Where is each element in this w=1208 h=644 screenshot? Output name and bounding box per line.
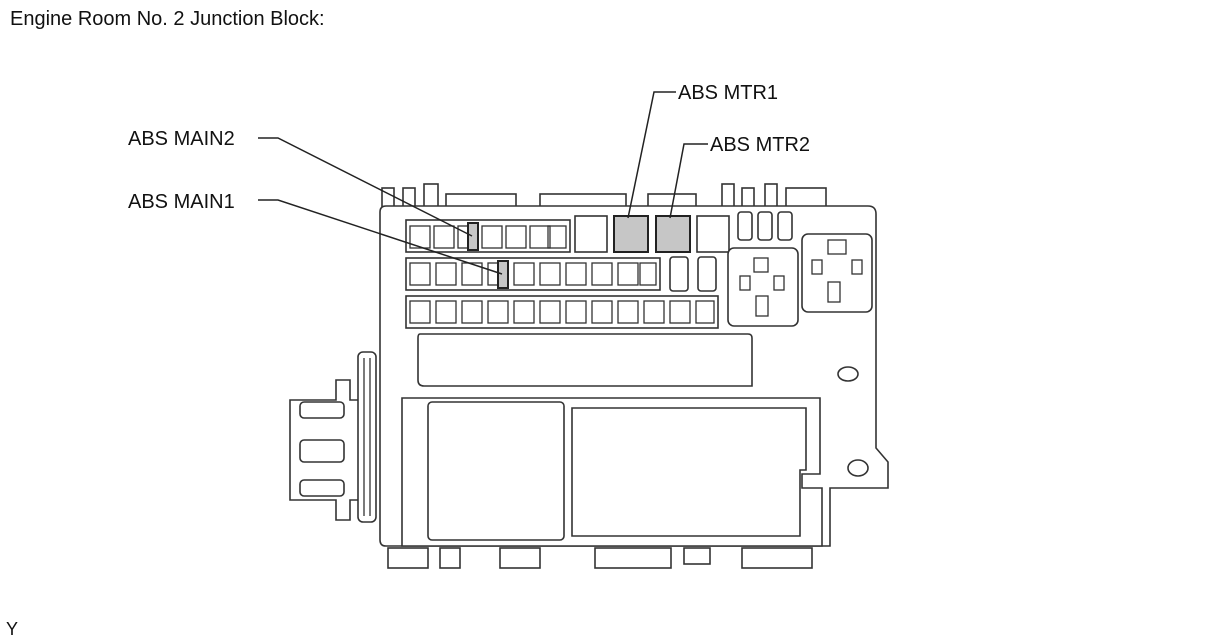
fuse-row-1 [405, 211, 793, 253]
relay-socket-2 [801, 233, 873, 313]
lower-compartments [401, 397, 823, 547]
cover-panel [417, 333, 753, 387]
abs-mtr1-fuse [613, 215, 649, 253]
callout-abs-mtr2: ABS MTR2 [710, 134, 810, 156]
abs-main2-fuse [467, 222, 479, 251]
fuse-row-3 [405, 295, 719, 329]
callout-abs-main1: ABS MAIN1 [128, 191, 235, 213]
callout-abs-mtr1: ABS MTR1 [678, 82, 778, 104]
bottom-tabs [387, 547, 813, 569]
diagram-title: Engine Room No. 2 Junction Block: [10, 8, 325, 30]
callout-abs-main2: ABS MAIN2 [128, 128, 235, 150]
side-connector [289, 351, 377, 523]
top-tabs [381, 183, 827, 209]
relay-socket-1 [727, 247, 799, 327]
abs-main1-fuse [497, 260, 509, 289]
figure-code: Y [6, 619, 19, 639]
abs-mtr2-fuse [655, 215, 691, 253]
fuse-row-2 [405, 256, 717, 292]
leader-lines [258, 91, 708, 275]
